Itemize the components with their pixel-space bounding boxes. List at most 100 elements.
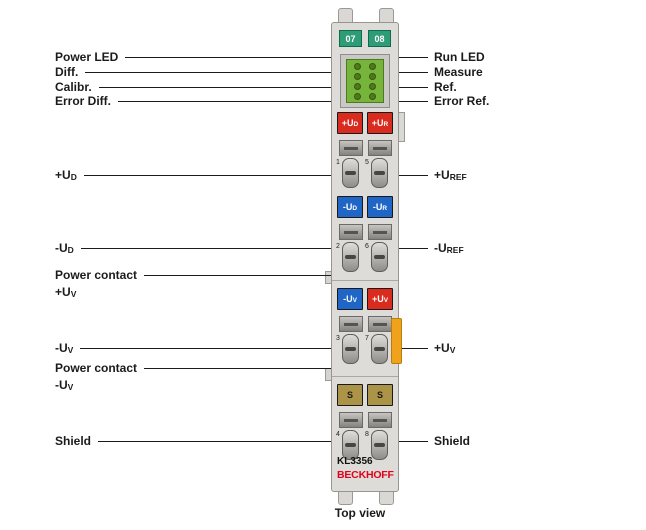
callout-line	[398, 56, 428, 58]
callout-line	[398, 174, 428, 176]
callout-line	[402, 347, 428, 349]
callout-power-contact-plus-uv: Power contact +UV	[55, 268, 333, 299]
callout-label: Shield	[55, 434, 92, 448]
terminal-number: 4	[336, 431, 340, 438]
terminal-number: 7	[365, 335, 369, 342]
terminal-number: 2	[336, 243, 340, 250]
screw-terminal	[342, 334, 359, 364]
callout-label: Shield	[434, 434, 471, 448]
model-number: KL3356	[337, 456, 373, 467]
callout-label: Run LED	[434, 50, 485, 64]
callout-label: Power contact	[55, 361, 138, 375]
callout-line	[83, 174, 333, 176]
callout-label: Power LED	[55, 50, 119, 64]
screw-terminal	[342, 430, 359, 460]
callout-power-contact-minus-uv: Power contact -UV	[55, 361, 333, 392]
wire-clamp	[368, 224, 392, 240]
callout-line	[398, 86, 428, 88]
block-shield-right: S	[367, 384, 393, 406]
callout-line	[80, 247, 333, 249]
callout-power-led: Power LED	[55, 50, 333, 64]
screw-terminal	[371, 242, 388, 272]
diff-led-icon	[354, 73, 361, 80]
callout-measure: Measure	[398, 65, 583, 79]
brand-logo-text: BECKHOFF	[337, 469, 394, 481]
callout-label: Ref.	[434, 80, 457, 94]
wire-clamp	[339, 140, 363, 156]
callout-label: Diff.	[55, 65, 79, 79]
callout-label: -UREF	[434, 240, 464, 255]
callout-label: -UV	[55, 340, 74, 355]
block-shield-left: S	[337, 384, 363, 406]
callout-label: +UREF	[434, 167, 467, 182]
wire-clamp	[339, 412, 363, 428]
callout-shield-right: Shield	[398, 434, 583, 448]
callout-label: -UD	[55, 240, 74, 255]
callout-plus-ud: +UD	[55, 168, 333, 182]
screw-terminal	[371, 430, 388, 460]
callout-diff: Diff.	[55, 65, 333, 79]
callout-line	[398, 247, 428, 249]
callout-line	[98, 440, 333, 442]
callout-label: +UV	[55, 285, 77, 299]
callout-label: Error Ref.	[434, 94, 490, 108]
mounting-tab-bottom-left	[338, 490, 353, 505]
wire-clamp	[368, 412, 392, 428]
callout-plus-uref: +UREF	[398, 168, 583, 182]
callout-line	[398, 440, 428, 442]
housing-seam-upper	[332, 280, 398, 281]
wire-clamp	[339, 316, 363, 332]
terminal-number: 6	[365, 243, 369, 250]
callout-line	[98, 86, 333, 88]
screw-terminal	[371, 158, 388, 188]
callout-label: Calibr.	[55, 80, 92, 94]
terminal-number: 3	[336, 335, 340, 342]
callout-label: +UD	[55, 167, 77, 182]
callout-label: +UV	[434, 340, 456, 355]
screw-terminal	[342, 158, 359, 188]
terminal-number: 5	[365, 159, 369, 166]
led-field	[346, 59, 384, 103]
callout-line	[85, 71, 333, 73]
channel-number-box: 08	[368, 30, 391, 47]
ref-led-icon	[369, 83, 376, 90]
callout-line	[144, 274, 333, 276]
callout-error-diff: Error Diff.	[55, 94, 333, 108]
wire-clamp	[339, 224, 363, 240]
callout-run-led: Run LED	[398, 50, 583, 64]
wire-clamp	[368, 140, 392, 156]
caption-top-view: Top view	[334, 506, 386, 520]
callout-line	[118, 100, 333, 102]
callout-minus-ud: -UD	[55, 241, 333, 255]
error-ref-led-icon	[369, 93, 376, 100]
callout-ref: Ref.	[398, 80, 583, 94]
callout-minus-uv: -UV	[55, 341, 333, 355]
terminal-number: 8	[365, 431, 369, 438]
callout-label: Power contact	[55, 268, 138, 282]
screw-terminal	[371, 334, 388, 364]
callout-line	[125, 56, 333, 58]
channel-number-box: 07	[339, 30, 362, 47]
callout-line	[398, 100, 428, 102]
screw-terminal	[342, 242, 359, 272]
callout-error-ref: Error Ref.	[398, 94, 583, 108]
callout-line	[80, 347, 333, 349]
measure-led-icon	[369, 73, 376, 80]
calibr-led-icon	[354, 83, 361, 90]
wire-clamp	[368, 316, 392, 332]
error-diff-led-icon	[354, 93, 361, 100]
callout-label: -UV	[55, 378, 74, 392]
callout-line	[144, 367, 333, 369]
mounting-tab-bottom-right	[379, 490, 394, 505]
callout-minus-uref: -UREF	[398, 241, 583, 255]
run-led-icon	[369, 63, 376, 70]
power-contact-blade	[391, 318, 402, 364]
callout-plus-uv-right: +UV	[402, 341, 587, 355]
